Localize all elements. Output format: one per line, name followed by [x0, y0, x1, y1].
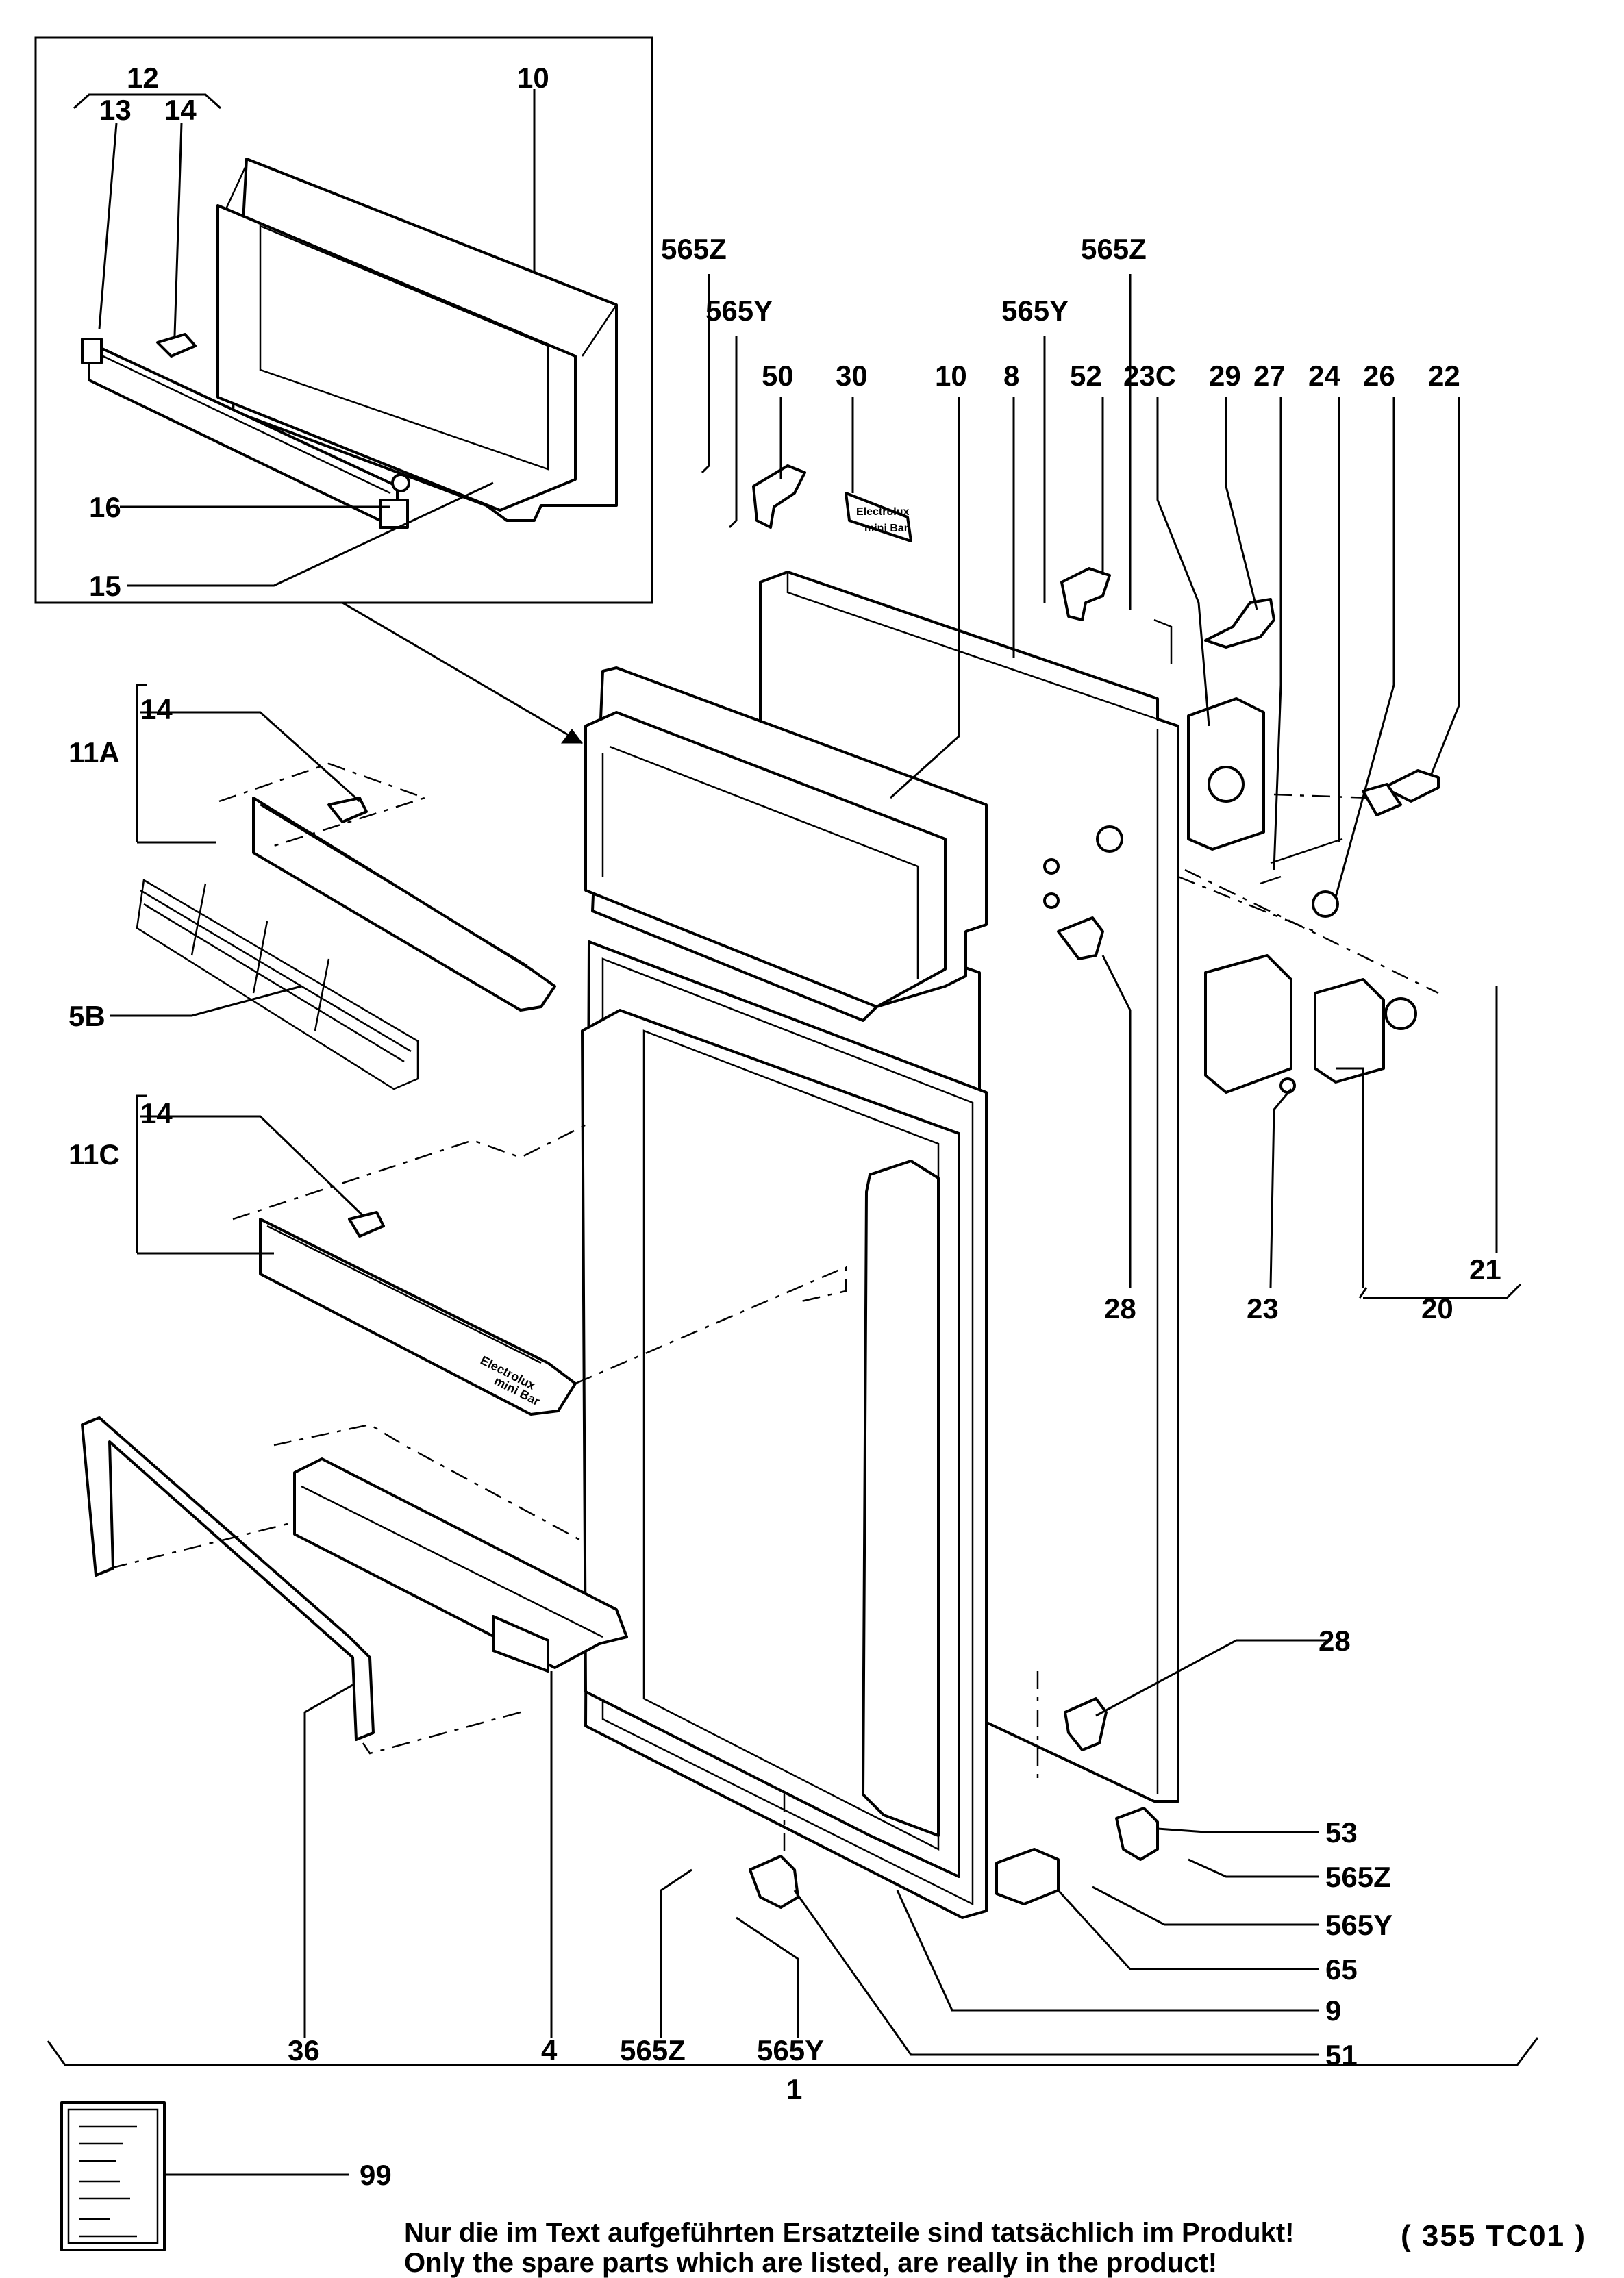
- label-24: 24: [1308, 360, 1340, 392]
- hinge-51: [749, 1855, 799, 1909]
- label-20: 20: [1421, 1292, 1453, 1325]
- label-10: 10: [935, 360, 967, 392]
- knob-29: [1204, 598, 1275, 649]
- hinge-28-bottom: [1064, 1697, 1108, 1751]
- pin-24: [1270, 838, 1343, 864]
- label-5B: 5B: [68, 1000, 105, 1032]
- bracket-65: [995, 1848, 1060, 1905]
- gasket-frame-9: [581, 940, 988, 1919]
- label-565Y-right: 565Y: [1325, 1909, 1392, 1941]
- label-565Z-right: 565Z: [1325, 1861, 1391, 1893]
- latch-assembly-20: [1204, 954, 1417, 1094]
- label-53: 53: [1325, 1816, 1358, 1849]
- arrow-head: [561, 729, 583, 744]
- manual-icon-99: [60, 2101, 166, 2251]
- label-12: 12: [127, 62, 159, 94]
- screw-27: [1260, 875, 1282, 885]
- label-23: 23: [1247, 1292, 1279, 1325]
- label-27: 27: [1253, 360, 1286, 392]
- label-565Y-bottom: 565Y: [757, 2034, 824, 2066]
- cap-26: [1312, 890, 1339, 918]
- wire-basket-5B: [136, 878, 419, 1090]
- label-14-11A: 14: [140, 693, 173, 725]
- label-29: 29: [1209, 360, 1241, 392]
- label-28-top: 28: [1104, 1292, 1136, 1325]
- washer-23: [1279, 1077, 1296, 1094]
- label-99: 99: [360, 2159, 392, 2191]
- label-36: 36: [288, 2034, 320, 2066]
- bracket-1: [47, 2037, 1539, 2066]
- label-14-detail: 14: [164, 94, 197, 126]
- door-shelf-11C: [259, 1211, 577, 1416]
- label-50: 50: [762, 360, 794, 392]
- bracket-12: [73, 93, 222, 110]
- label-51: 51: [1325, 2039, 1358, 2071]
- label-11A: 11A: [68, 736, 120, 768]
- label-52: 52: [1070, 360, 1102, 392]
- label-1: 1: [786, 2073, 802, 2105]
- parts-note-en: Only the spare parts which are listed, a…: [404, 2248, 1218, 2278]
- label-22: 22: [1428, 360, 1460, 392]
- label-565Z-top-right: 565Z: [1081, 233, 1147, 265]
- label-21: 21: [1469, 1253, 1501, 1286]
- hinge-50: [752, 464, 806, 529]
- badge-30: Electrolux mini Bar: [845, 492, 912, 542]
- label-65: 65: [1325, 1953, 1358, 1986]
- label-565Y-top-right: 565Y: [1001, 295, 1069, 327]
- bottle-shelf-4: [293, 1457, 628, 1673]
- hinge-52: [1060, 567, 1111, 621]
- label-30: 30: [836, 360, 868, 392]
- badge-model: mini Bar: [864, 523, 908, 534]
- label-15: 15: [89, 570, 121, 602]
- label-11C: 11C: [68, 1138, 120, 1171]
- label-13: 13: [99, 94, 132, 126]
- label-565Z-bottom: 565Z: [620, 2034, 686, 2066]
- label-26: 26: [1363, 360, 1395, 392]
- parts-note-de: Nur die im Text aufgeführten Ersatzteile…: [404, 2218, 1295, 2248]
- label-14-11C: 14: [140, 1097, 173, 1129]
- label-16: 16: [89, 491, 121, 523]
- key-22: [1382, 769, 1440, 803]
- label-10-detail: 10: [517, 62, 549, 94]
- detail-compartment-10: [216, 158, 618, 522]
- hinge-28-top: [1057, 916, 1104, 960]
- label-4: 4: [541, 2034, 558, 2066]
- rail-36: [81, 1416, 375, 1741]
- badge-brand: Electrolux: [856, 506, 909, 518]
- detail-door-bar: [81, 333, 410, 529]
- label-9: 9: [1325, 1994, 1341, 2027]
- label-8: 8: [1003, 360, 1019, 392]
- label-565Z-top-left: 565Z: [661, 233, 727, 265]
- label-28-bottom: 28: [1319, 1625, 1351, 1657]
- label-565Y-top-left: 565Y: [705, 295, 773, 327]
- drawing-number: ( 355 TC01 ): [1401, 2219, 1586, 2253]
- compartment-10: [584, 666, 988, 1022]
- parts-note: Nur die im Text aufgeführten Ersatzteile…: [404, 2218, 1295, 2278]
- door-shelf-11A: [252, 797, 556, 1012]
- lock-housing-23C: [1187, 697, 1265, 851]
- hinge-53: [1115, 1807, 1159, 1861]
- lock-cylinder-21: [1362, 783, 1402, 816]
- label-23C: 23C: [1123, 360, 1176, 392]
